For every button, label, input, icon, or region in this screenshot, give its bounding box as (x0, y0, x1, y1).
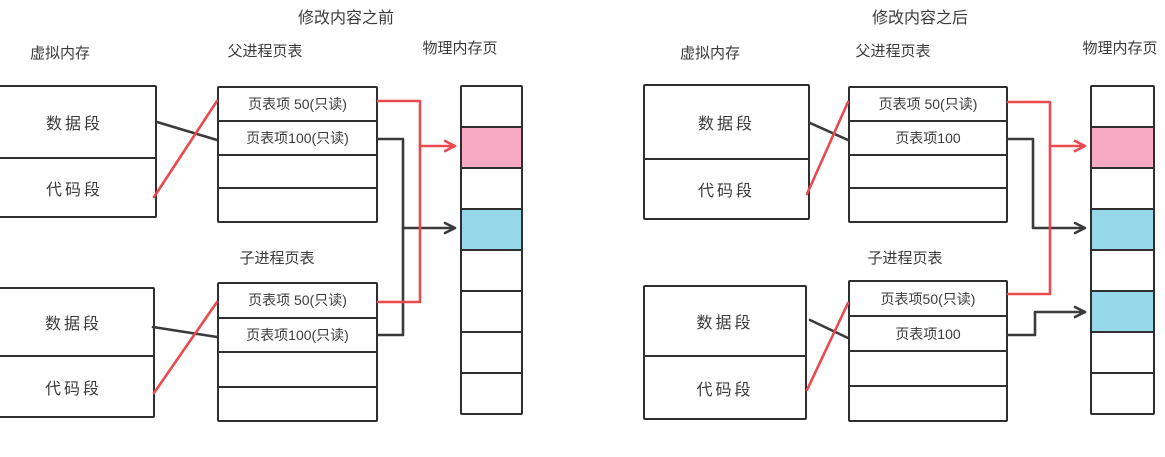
segment-label: 数据段 (44, 316, 102, 333)
virtual-memory-box-bottom: 数据段 代码段 (643, 285, 807, 420)
page-table-entry: 页表项 50(只读) (219, 284, 376, 319)
physical-page (1092, 374, 1153, 413)
physical-page (462, 251, 521, 292)
physical-page (462, 169, 521, 210)
page-table-entry (850, 189, 1006, 221)
child-page-table: 页表项 50(只读) 页表项100(只读) (217, 282, 378, 422)
segment-row: 数据段 (645, 287, 805, 357)
page-table-entry: 页表项100(只读) (219, 122, 376, 156)
page-table-entry: 页表项50(只读) (850, 282, 1006, 317)
child-table-label: 子进程页表 (867, 250, 943, 267)
physical-page (462, 333, 521, 374)
parent-table-label: 父进程页表 (855, 43, 931, 60)
parent-table-label: 父进程页表 (227, 43, 303, 60)
segment-label: 代码段 (45, 181, 103, 199)
physical-memory-label: 物理内存页 (422, 40, 498, 57)
segment-row: 代码段 (645, 160, 808, 218)
segment-label: 数据段 (697, 116, 755, 133)
child-page-table: 页表项50(只读) 页表项100 (848, 280, 1008, 422)
virtual-memory-box-top: 数据段 代码段 (0, 85, 157, 218)
page-table-entry (850, 352, 1006, 387)
segment-label: 代码段 (696, 381, 754, 399)
page-table-entry: 页表项 50(只读) (219, 88, 376, 122)
segment-row: 数据段 (645, 86, 808, 160)
page-table-entry: 页表项100 (850, 317, 1006, 352)
virtual-memory-box-bottom: 数据段 代码段 (0, 287, 155, 418)
parent-page-table: 页表项 50(只读) 页表项100 (848, 86, 1008, 223)
segment-label: 代码段 (697, 183, 755, 200)
physical-page (1092, 169, 1153, 210)
segment-label: 数据段 (696, 315, 754, 332)
physical-page (1092, 251, 1153, 292)
page-table-entry: 页表项100(只读) (219, 319, 376, 353)
page-table-entry (219, 353, 376, 388)
physical-page (1092, 87, 1153, 128)
virtual-memory-label: 虚拟内存 (29, 45, 90, 62)
segment-row: 代码段 (0, 159, 155, 216)
page-table-entry: 页表项 50(只读) (850, 88, 1006, 122)
physical-memory-label: 物理内存页 (1082, 40, 1158, 57)
segment-row: 代码段 (0, 357, 153, 416)
physical-page (1092, 210, 1153, 251)
physical-page (462, 292, 521, 333)
segment-label: 数据段 (45, 116, 103, 133)
panel-title: 修改内容之后 (871, 10, 968, 27)
segment-label: 代码段 (44, 380, 102, 398)
segment-row: 数据段 (0, 289, 153, 357)
panel-title: 修改内容之前 (297, 10, 394, 27)
physical-page (462, 87, 521, 128)
page-table-entry (850, 387, 1006, 420)
page-table-entry (219, 156, 376, 190)
page-table-entry (850, 156, 1006, 190)
child-table-label: 子进程页表 (239, 250, 315, 267)
physical-page (1092, 128, 1153, 169)
physical-page (1092, 292, 1153, 333)
physical-memory-column (1090, 85, 1155, 415)
physical-page (462, 210, 521, 251)
physical-page (462, 374, 521, 413)
page-table-entry: 页表项100 (850, 122, 1006, 156)
parent-page-table: 页表项 50(只读) 页表项100(只读) (217, 86, 378, 223)
virtual-memory-box-top: 数据段 代码段 (643, 84, 810, 220)
segment-row: 数据段 (0, 87, 155, 159)
physical-memory-column (460, 85, 523, 415)
physical-page (462, 128, 521, 169)
physical-page (1092, 333, 1153, 374)
segment-row: 代码段 (645, 357, 805, 418)
virtual-memory-label: 虚拟内存 (679, 45, 740, 62)
